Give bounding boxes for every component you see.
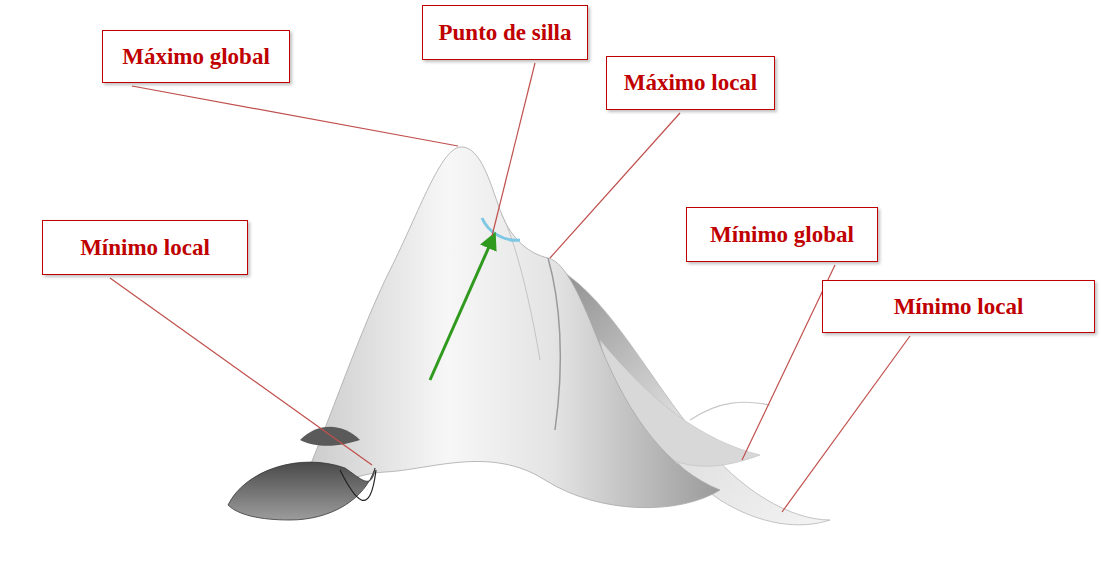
callout-box: Mínimo local	[42, 220, 248, 275]
surface-flap	[228, 462, 375, 520]
surface-ridge	[548, 258, 560, 430]
callout-box: Máximo local	[606, 56, 775, 110]
leader-line	[782, 336, 910, 512]
leader-line	[550, 113, 680, 258]
surface-edge	[690, 402, 770, 420]
callout-box: Mínimo global	[686, 207, 878, 262]
saddle-curve	[482, 218, 520, 240]
callout-box: Punto de silla	[422, 5, 588, 60]
leader-line	[132, 86, 458, 146]
callout-label: Mínimo local	[894, 293, 1024, 321]
callout-label: Mínimo local	[80, 234, 210, 262]
saddle-direction	[430, 240, 492, 380]
callout-box: Mínimo local	[822, 280, 1095, 333]
leader-line	[492, 63, 535, 236]
surface-flap	[300, 427, 360, 446]
callout-box: Máximo global	[102, 30, 290, 83]
surface-ridge	[502, 215, 540, 360]
leader-lines	[110, 63, 910, 512]
callout-label: Mínimo global	[710, 221, 854, 249]
surface-edge	[340, 470, 376, 500]
callout-label: Punto de silla	[439, 19, 572, 47]
callout-label: Máximo global	[122, 43, 270, 71]
leader-line	[110, 278, 372, 465]
callout-label: Máximo local	[624, 69, 758, 97]
surface-hill	[300, 147, 720, 508]
